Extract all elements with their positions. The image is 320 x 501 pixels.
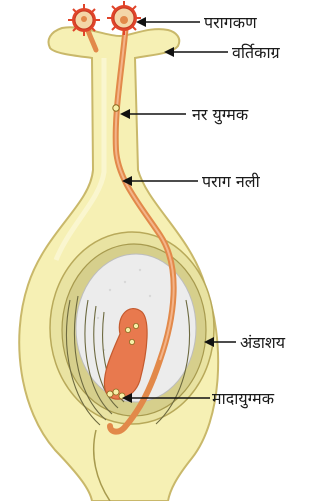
- label-stigma: वर्तिकाग्र: [232, 43, 281, 62]
- label-pollen-tube: पराग नली: [202, 172, 261, 191]
- label-male-gamete: नर युग्मक: [192, 105, 249, 125]
- pollen-grain-right: [107, 1, 141, 35]
- label-ovary: अंडाशय: [240, 333, 286, 352]
- male-gamete: [113, 105, 119, 111]
- label-female-gamete: मादायुग्मक: [212, 389, 275, 409]
- label-pollen-grain: परागकण: [204, 13, 257, 32]
